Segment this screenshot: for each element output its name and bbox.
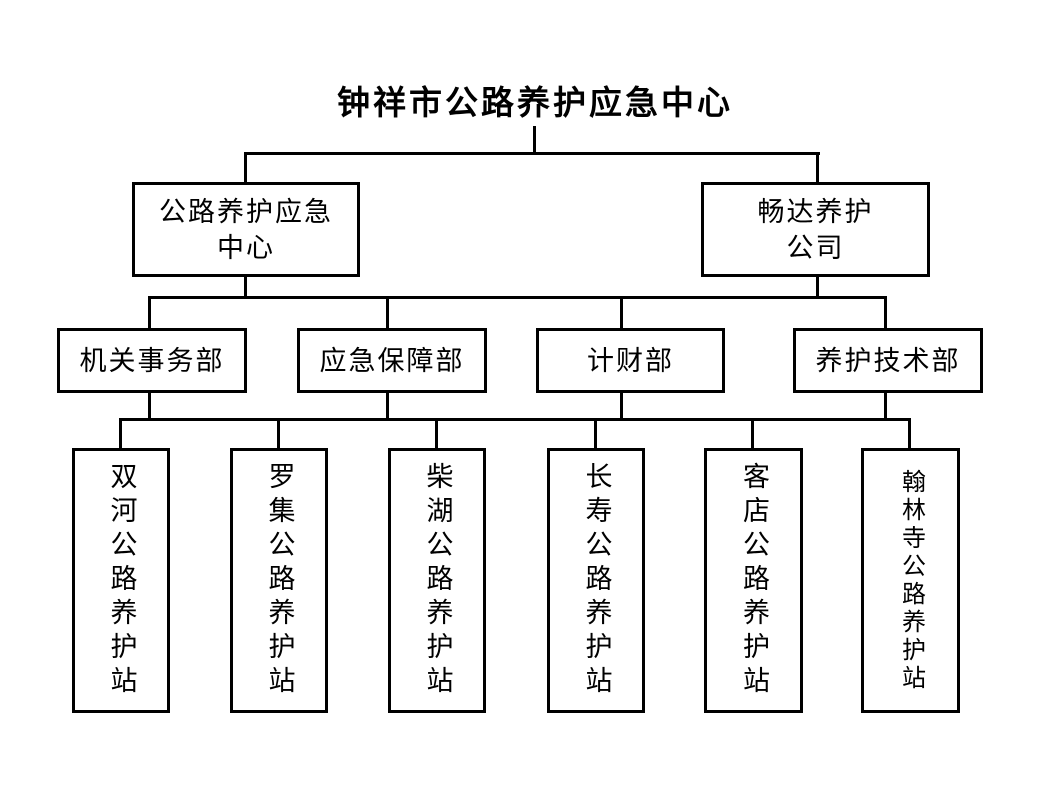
node-label: 柴湖公路养护站 — [422, 461, 453, 700]
connector-dept4-drop — [884, 393, 887, 421]
node-label-line2: 公司 — [786, 232, 845, 263]
node-dept-maintenance-tech: 养护技术部 — [793, 328, 983, 393]
node-station-hanlinsi: 翰林寺公路养护站 — [861, 448, 960, 713]
node-label: 长寿公路养护站 — [581, 461, 612, 700]
node-station-kedian: 客店公路养护站 — [704, 448, 803, 713]
connector-dept3-drop — [620, 393, 623, 421]
node-label: 双河公路养护站 — [106, 461, 137, 700]
connector-dept-bus — [148, 296, 887, 299]
connector-branch2-drop — [816, 277, 819, 299]
connector-branch2-riser — [816, 152, 819, 182]
connector-branch1-drop — [244, 277, 247, 299]
node-branch-emergency-center: 公路养护应急 中心 — [132, 182, 360, 277]
node-dept-emergency-support: 应急保障部 — [297, 328, 487, 393]
node-label: 畅达养护 公司 — [758, 194, 874, 266]
connector-station5-riser — [751, 418, 754, 448]
node-station-chaihu: 柴湖公路养护站 — [388, 448, 486, 713]
connector-station3-riser — [435, 418, 438, 448]
node-label: 翰林寺公路养护站 — [897, 468, 925, 693]
connector-station2-riser — [277, 418, 280, 448]
chart-title: 钟祥市公路养护应急中心 — [337, 84, 733, 121]
connector-dept2-drop — [386, 393, 389, 421]
connector-dept3-riser — [620, 296, 623, 328]
node-label-line1: 畅达养护 — [757, 196, 874, 227]
node-branch-changda-company: 畅达养护 公司 — [701, 182, 930, 277]
connector-station6-riser — [908, 418, 911, 448]
node-label-line2: 中心 — [217, 232, 275, 263]
node-dept-finance: 计财部 — [536, 328, 725, 393]
node-label: 计财部 — [587, 345, 674, 376]
node-station-shuanghe: 双河公路养护站 — [72, 448, 170, 713]
connector-dept2-riser — [386, 296, 389, 328]
node-dept-office-affairs: 机关事务部 — [57, 328, 247, 393]
node-label: 应急保障部 — [319, 345, 465, 376]
connector-level2-bus — [244, 152, 820, 155]
node-label: 客店公路养护站 — [739, 461, 769, 700]
node-label-line1: 公路养护应急 — [159, 196, 333, 227]
connector-dept4-riser — [884, 296, 887, 328]
node-label: 养护技术部 — [815, 345, 961, 376]
connector-dept1-drop — [148, 393, 151, 421]
node-label: 机关事务部 — [79, 345, 225, 376]
connector-station4-riser — [594, 418, 597, 448]
connector-station1-riser — [119, 418, 122, 448]
node-label: 公路养护应急 中心 — [159, 194, 333, 266]
connector-title-drop — [533, 126, 536, 155]
connector-branch1-riser — [244, 152, 247, 182]
node-station-changshou: 长寿公路养护站 — [547, 448, 645, 713]
connector-dept1-riser — [148, 296, 151, 328]
node-label: 罗集公路养护站 — [264, 461, 295, 700]
connector-station-bus — [119, 418, 911, 421]
node-station-luoji: 罗集公路养护站 — [230, 448, 328, 713]
